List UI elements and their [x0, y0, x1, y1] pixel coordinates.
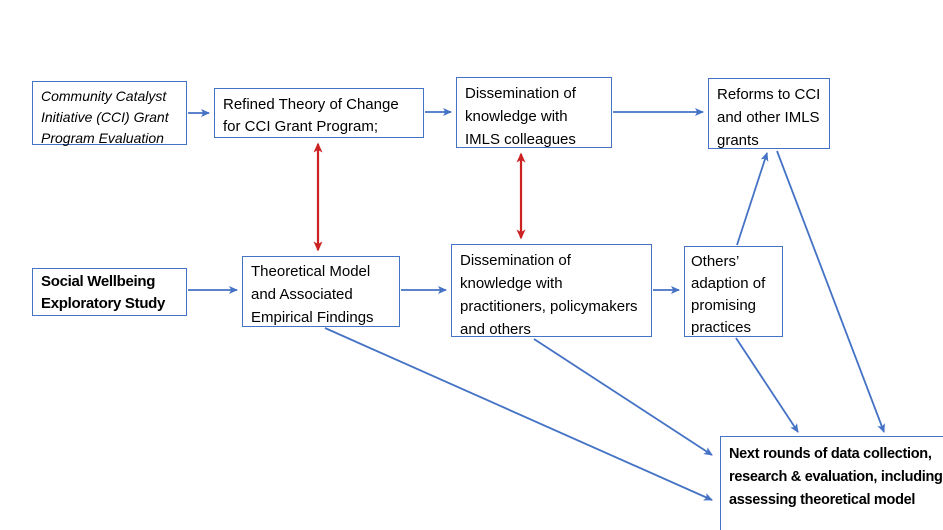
- node-reforms-imls-grants: Reforms to CCI and other IMLS grants: [708, 78, 830, 149]
- arrow-practitioner-dissemination-to-next-rounds: [533, 338, 713, 456]
- node-next-rounds: Next rounds of data collection, research…: [720, 436, 943, 530]
- node-cci-grant-program-evaluation: Community Catalyst Initiative (CCI) Gran…: [32, 81, 187, 146]
- arrow-reforms-to-next-rounds: [776, 150, 885, 433]
- node-theoretical-model: Theoretical Model and Associated Empiric…: [242, 256, 400, 327]
- arrow-theoretical-model-to-next-rounds: [324, 327, 713, 501]
- node-refined-theory-of-change: Refined Theory of Change for CCI Grant P…: [214, 88, 424, 138]
- node-imls-dissemination: Dissemination of knowledge with IMLS col…: [456, 77, 612, 148]
- arrow-others-adaption-to-next-rounds: [735, 337, 799, 433]
- arrow-others-adaption-to-reforms: [736, 152, 769, 246]
- node-others-adaption: Others’ adaption of promising practices: [684, 246, 783, 337]
- node-practitioner-dissemination: Dissemination of knowledge with practiti…: [451, 244, 652, 338]
- node-social-wellbeing-study: Social Wellbeing Exploratory Study: [32, 268, 187, 316]
